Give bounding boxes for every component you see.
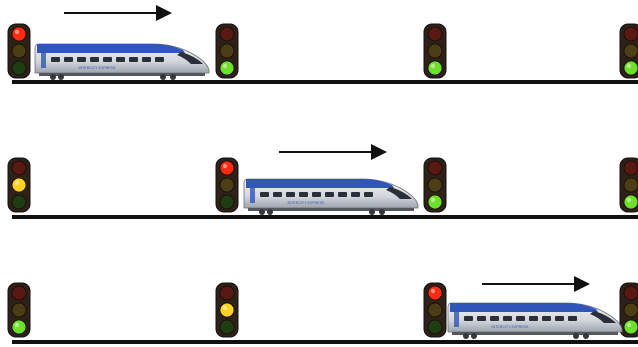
train-icon: INTERCITY EXPRESS bbox=[35, 44, 209, 80]
yellow-lamp bbox=[624, 44, 638, 58]
red-lamp bbox=[428, 27, 442, 41]
red-lamp bbox=[428, 286, 442, 300]
signal-4-traffic-light-icon bbox=[620, 158, 638, 212]
green-lamp bbox=[12, 61, 26, 75]
signal-2-traffic-light-icon bbox=[216, 158, 238, 212]
train-livery-label: INTERCITY EXPRESS bbox=[79, 66, 116, 70]
green-lamp bbox=[12, 320, 26, 334]
green-lamp bbox=[428, 320, 442, 334]
red-lamp bbox=[220, 286, 234, 300]
red-lamp bbox=[220, 161, 234, 175]
signal-3-traffic-light-icon bbox=[424, 283, 446, 337]
row-1: INTERCITY EXPRESS bbox=[8, 13, 638, 82]
red-lamp bbox=[624, 27, 638, 41]
train-livery-label: INTERCITY EXPRESS bbox=[492, 325, 529, 329]
yellow-lamp bbox=[624, 178, 638, 192]
row-3: INTERCITY EXPRESS bbox=[8, 283, 638, 342]
green-lamp bbox=[428, 61, 442, 75]
yellow-lamp bbox=[220, 303, 234, 317]
yellow-lamp bbox=[220, 178, 234, 192]
red-lamp bbox=[12, 286, 26, 300]
yellow-lamp bbox=[220, 44, 234, 58]
red-lamp bbox=[220, 27, 234, 41]
yellow-lamp bbox=[428, 303, 442, 317]
signal-4-traffic-light-icon bbox=[620, 283, 638, 337]
signal-3-traffic-light-icon bbox=[424, 24, 446, 78]
train-icon: INTERCITY EXPRESS bbox=[244, 179, 418, 215]
green-lamp bbox=[12, 195, 26, 209]
signal-3-traffic-light-icon bbox=[424, 158, 446, 212]
yellow-lamp bbox=[624, 303, 638, 317]
signal-4-traffic-light-icon bbox=[620, 24, 638, 78]
green-lamp bbox=[624, 320, 638, 334]
signal-2-traffic-light-icon bbox=[216, 283, 238, 337]
red-lamp bbox=[12, 161, 26, 175]
yellow-lamp bbox=[12, 44, 26, 58]
train-livery-label: INTERCITY EXPRESS bbox=[288, 201, 325, 205]
yellow-lamp bbox=[428, 178, 442, 192]
green-lamp bbox=[220, 61, 234, 75]
green-lamp bbox=[428, 195, 442, 209]
signal-2-traffic-light-icon bbox=[216, 24, 238, 78]
row-2: INTERCITY EXPRESS bbox=[8, 152, 638, 217]
red-lamp bbox=[12, 27, 26, 41]
yellow-lamp bbox=[12, 303, 26, 317]
red-lamp bbox=[624, 161, 638, 175]
yellow-lamp bbox=[12, 178, 26, 192]
signal-1-traffic-light-icon bbox=[8, 283, 30, 337]
signal-1-traffic-light-icon bbox=[8, 158, 30, 212]
train-icon: INTERCITY EXPRESS bbox=[448, 303, 622, 339]
green-lamp bbox=[624, 195, 638, 209]
red-lamp bbox=[428, 161, 442, 175]
yellow-lamp bbox=[428, 44, 442, 58]
red-lamp bbox=[624, 286, 638, 300]
green-lamp bbox=[624, 61, 638, 75]
green-lamp bbox=[220, 195, 234, 209]
green-lamp bbox=[220, 320, 234, 334]
signal-1-traffic-light-icon bbox=[8, 24, 30, 78]
